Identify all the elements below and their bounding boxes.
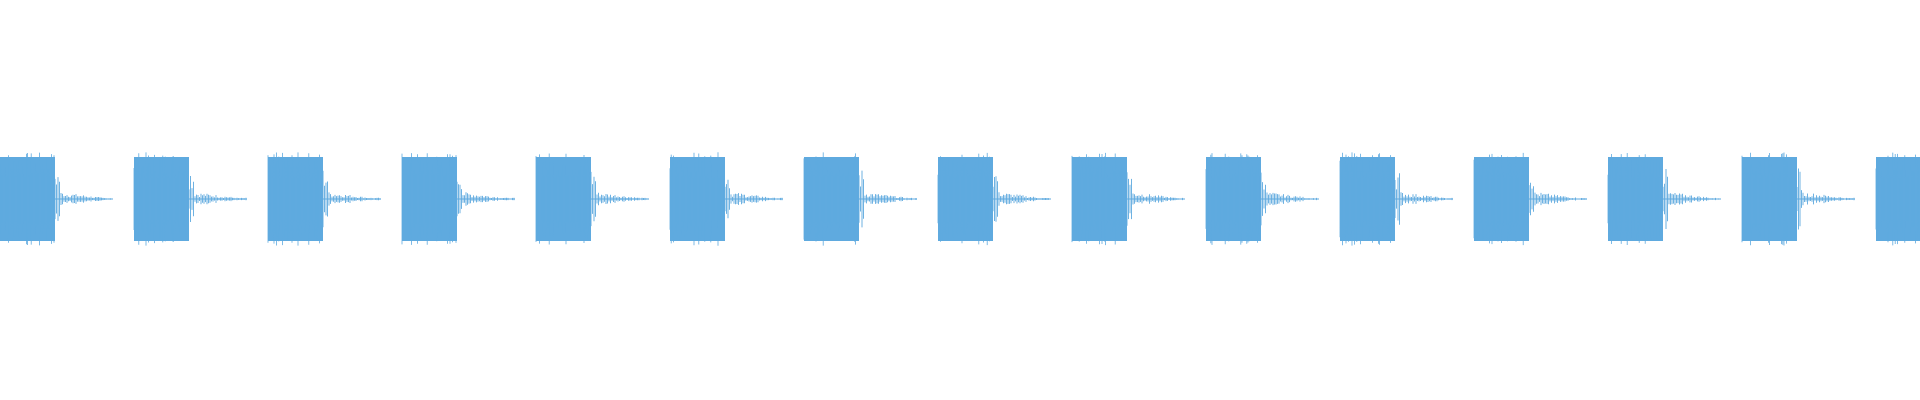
burst-peaks — [669, 152, 725, 246]
waveform-burst — [937, 152, 1051, 246]
waveform-burst — [1607, 153, 1721, 245]
waveform-burst — [0, 152, 113, 246]
waveform-burst — [1473, 152, 1587, 246]
waveform-burst — [803, 152, 917, 246]
burst-peaks — [0, 152, 55, 246]
burst-peaks — [1741, 152, 1797, 246]
waveform-burst — [669, 152, 783, 246]
burst-peaks — [1607, 153, 1663, 245]
burst-peaks — [937, 152, 993, 246]
burst-peaks — [535, 153, 591, 245]
waveform-burst — [1205, 153, 1319, 245]
waveform-burst — [1875, 152, 1920, 246]
waveform-bursts — [0, 152, 1920, 246]
burst-peaks — [1071, 152, 1127, 246]
burst-peaks — [401, 153, 457, 245]
burst-peaks — [1339, 152, 1395, 246]
waveform-burst — [267, 152, 381, 246]
burst-peaks — [267, 152, 323, 246]
burst-peaks — [1205, 153, 1261, 245]
burst-peaks — [1473, 152, 1529, 246]
waveform-burst — [1339, 152, 1453, 246]
waveform-burst — [535, 153, 649, 245]
burst-peaks — [133, 152, 189, 246]
burst-peaks — [1875, 152, 1920, 246]
waveform-burst — [1071, 152, 1185, 246]
waveform-burst — [401, 153, 515, 245]
waveform-burst — [133, 152, 247, 246]
burst-peaks — [803, 152, 859, 246]
waveform-burst — [1741, 152, 1855, 246]
